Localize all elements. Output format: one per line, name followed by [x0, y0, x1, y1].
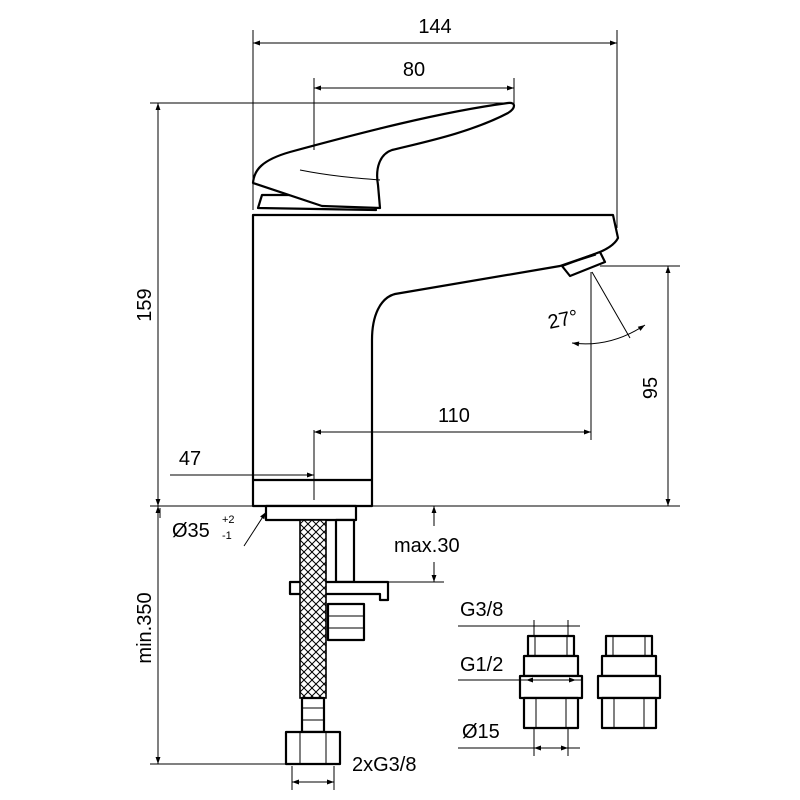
dim-base-tol-minus: -1: [222, 530, 232, 542]
dim-base-diameter: Ø35: [172, 520, 210, 542]
dim-spout-reach: 110: [438, 405, 470, 427]
dim-hose-length: min.350: [134, 592, 156, 663]
dim-overall-height: 159: [134, 288, 156, 321]
dim-lever-length: 80: [403, 59, 425, 81]
dimension-lines: [150, 30, 680, 790]
dim-overall-width: 144: [418, 16, 451, 38]
dimension-labels: 144 80 159 95 110 47 27° Ø35 +2 -1 max.3…: [134, 16, 662, 776]
dim-spout-height: 95: [640, 377, 662, 399]
lever-handle: [251, 101, 516, 212]
label-pipe-diameter: Ø15: [462, 721, 500, 743]
dim-deck-thickness: max.30: [394, 535, 460, 557]
label-outlet-thread: G3/8: [460, 599, 503, 621]
dim-base-tol-plus: +2: [222, 514, 235, 526]
dim-body-offset: 47: [179, 448, 201, 470]
dim-spray-angle: 27°: [546, 306, 580, 334]
faucet-body: [251, 213, 620, 508]
angle-valve-left: [518, 634, 584, 730]
mounting-assembly: [264, 504, 390, 766]
dim-hose-connection: 2xG3/8: [352, 754, 416, 776]
angle-valve-right: [596, 634, 662, 730]
label-inlet-thread: G1/2: [460, 654, 503, 676]
